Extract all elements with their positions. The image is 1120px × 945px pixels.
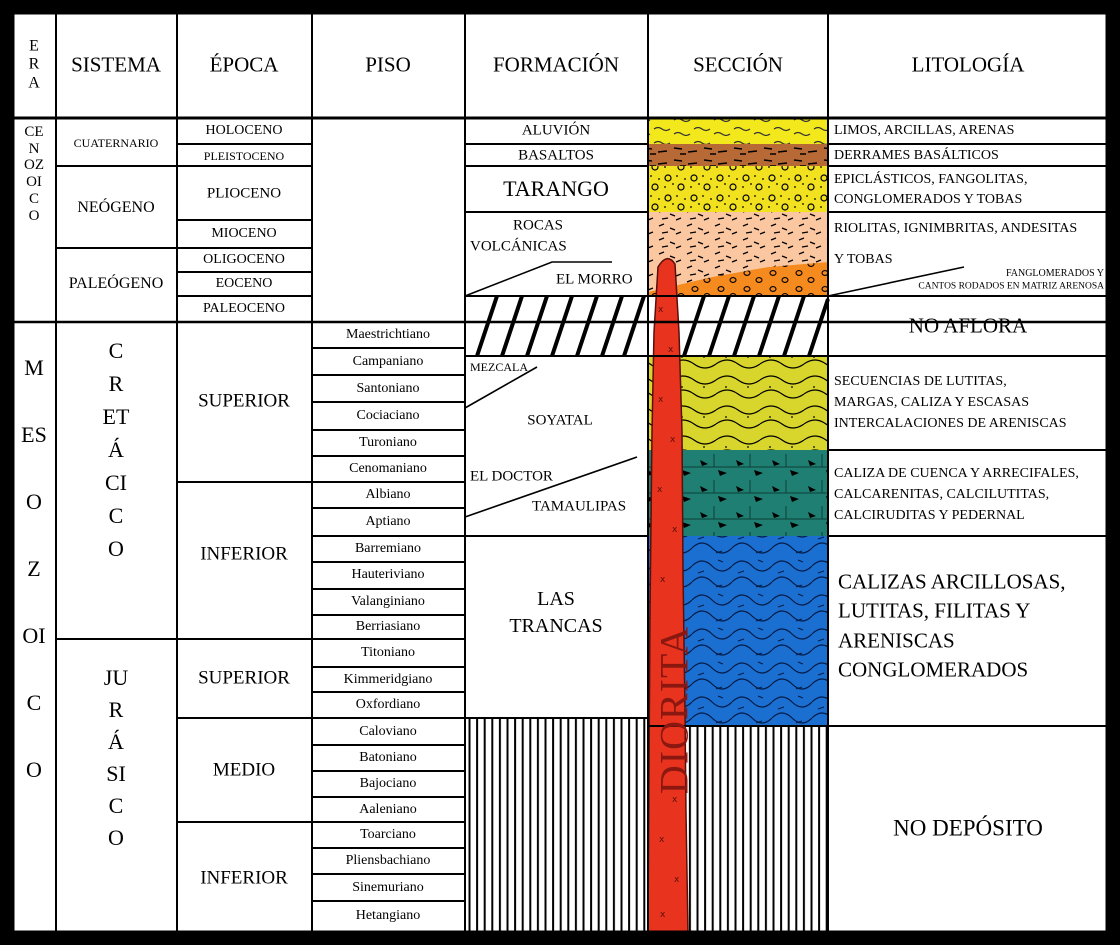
piso-row: Titoniano	[361, 645, 415, 660]
svg-text:x: x	[660, 910, 666, 920]
piso-row: Hauteriviano	[351, 567, 425, 582]
formacion-mezcala: MEZCALA	[470, 360, 528, 374]
stratigraphic-column-graphic: x x x x x x x x x x x	[12, 12, 1108, 933]
epoca-mioceno: MIOCENO	[211, 226, 277, 241]
formacion-rocas-volcanicas-line2: VOLCÁNICAS	[470, 238, 567, 255]
header-seccion: SECCIÓN	[693, 52, 783, 77]
litologia-tamaulipas-line2: CALCARENITAS, CALCILUTITAS,	[834, 487, 1050, 502]
formacion-las: LAS	[537, 588, 575, 610]
litologia-fanglomerados-line2: CANTOS RODADOS EN MATRIZ ARENOSA	[918, 281, 1104, 292]
sistema-cretacico: CRETÁCICO	[102, 338, 130, 561]
litologia-trancas-line2: LUTITAS, FILITAS Y	[838, 598, 1031, 623]
formacion-trancas: TRANCAS	[509, 615, 603, 637]
litologia-soyatal-line1: SECUENCIAS DE LUTITAS,	[834, 374, 1007, 389]
litologia-no-aflora: NO AFLORA	[908, 313, 1028, 338]
litologia-soyatal-line3: INTERCALACIONES DE ARENISCAS	[834, 416, 1067, 431]
litologia-rocas: RIOLITAS, IGNIMBRITAS, ANDESITAS	[834, 221, 1078, 236]
diorita-intrusion	[647, 258, 689, 933]
svg-text:x: x	[660, 575, 666, 585]
piso-row: Aaleniano	[359, 802, 417, 817]
svg-text:x: x	[668, 345, 674, 355]
litologia-no-deposito: NO DEPÓSITO	[893, 815, 1043, 841]
header-formacion: FORMACIÓN	[492, 52, 620, 77]
epoca-cretacico-inferior: INFERIOR	[200, 543, 288, 565]
stratigraphic-column-frame: x x x x x x x x x x x	[12, 12, 1108, 933]
litologia-tamaulipas-line3: CALCIRUDITAS Y PEDERNAL	[834, 508, 1025, 523]
epoca-oligoceno: OLIGOCENO	[203, 252, 285, 267]
piso-row: Kimmeridgiano	[343, 672, 433, 687]
formacion-rocas-volcanicas-line1: ROCAS	[512, 217, 564, 234]
piso-row: Maestrichtiano	[346, 327, 430, 342]
formacion-el-doctor: EL DOCTOR	[470, 468, 553, 485]
epoca-pleistoceno: PLEISTOCENO	[203, 149, 285, 163]
svg-text:x: x	[658, 395, 664, 405]
svg-text:x: x	[672, 795, 678, 805]
epoca-eoceno: EOCENO	[215, 276, 273, 291]
sistema-neogeno: NEÓGENO	[77, 199, 155, 216]
piso-row: Cociaciano	[356, 408, 420, 423]
litologia-tamaulipas-line1: CALIZA DE CUENCA Y ARRECIFALES,	[834, 466, 1079, 481]
svg-text:x: x	[657, 485, 663, 495]
piso-row: Batoniano	[359, 750, 417, 765]
litologia-tarango-line1: EPICLÁSTICOS, FANGOLITAS,	[834, 172, 1028, 187]
svg-text:x: x	[658, 305, 664, 315]
litologia-y-tobas: Y TOBAS	[834, 252, 893, 267]
epoca-cretacico-superior: SUPERIOR	[198, 390, 290, 412]
litologia-tarango-line2: CONGLOMERADOS Y TOBAS	[834, 192, 1023, 207]
piso-row: Pliensbachiano	[345, 853, 431, 868]
piso-row: Albiano	[365, 487, 411, 502]
piso-row: Cenomaniano	[349, 461, 427, 476]
header-litologia: LITOLOGÍA	[911, 52, 1025, 77]
header-sistema: SISTEMA	[71, 52, 161, 77]
piso-row: Santoniano	[356, 381, 420, 396]
formacion-tarango: TARANGO	[503, 176, 609, 201]
litologia-fanglomerados-line1: FANGLOMERADOS Y	[1005, 268, 1104, 279]
svg-text:x: x	[672, 525, 678, 535]
svg-text:x: x	[670, 435, 676, 445]
epoca-jurasico-medio: MEDIO	[212, 759, 276, 781]
epoca-paleoceno: PALEOCENO	[203, 301, 285, 316]
piso-row: Caloviano	[359, 724, 417, 739]
diorita-label: DIORITA	[651, 625, 697, 795]
era-cenozoico: CENOZOICO	[24, 124, 44, 224]
litologia-aluvion: LIMOS, ARCILLAS, ARENAS	[834, 123, 1015, 138]
litologia-basaltos: DERRAMES BASÁLTICOS	[834, 148, 999, 163]
header-epoca: ÉPOCA	[209, 52, 279, 77]
formacion-aluvion: ALUVIÓN	[521, 122, 591, 139]
litologia-soyatal-line2: MARGAS, CALIZA Y ESCASAS	[834, 395, 1029, 410]
epoca-plioceno: PLIOCENO	[206, 185, 282, 202]
header-piso: PISO	[365, 52, 411, 77]
epoca-jurasico-inferior: INFERIOR	[200, 867, 288, 889]
litologia-trancas-line1: CALIZAS ARCILLOSAS,	[838, 569, 1066, 594]
formacion-tamaulipas: TAMAULIPAS	[532, 498, 627, 515]
piso-row: Oxfordiano	[355, 697, 421, 712]
sistema-paleogeno: PALEÓGENO	[68, 275, 164, 292]
litologia-trancas-line4: CONGLOMERADOS	[838, 657, 1029, 682]
epoca-jurasico-superior: SUPERIOR	[198, 667, 290, 689]
piso-row: Bajociano	[359, 776, 417, 791]
piso-row: Valanginiano	[351, 594, 425, 609]
litologia-trancas-line3: ARENISCAS	[838, 628, 955, 653]
sistema-cuaternario: CUATERNARIO	[73, 136, 159, 150]
piso-row: Aptiano	[365, 514, 411, 529]
era-mesozoico: MESOZOICO	[21, 355, 47, 782]
svg-text:x: x	[674, 875, 680, 885]
piso-row: Barremiano	[354, 541, 422, 556]
formacion-soyatal: SOYATAL	[527, 412, 593, 429]
formacion-el-morro: EL MORRO	[556, 271, 633, 288]
piso-row: Turoniano	[359, 435, 417, 450]
sistema-jurasico: JURÁSICO	[103, 665, 129, 850]
no-aflora-hatch	[465, 295, 830, 357]
header-era: ERA	[28, 37, 40, 92]
piso-row: Hetangiano	[355, 908, 421, 923]
epoca-holoceno: HOLOCENO	[205, 123, 283, 138]
piso-row: Berriasiano	[355, 619, 421, 634]
piso-row: Sinemuriano	[352, 880, 424, 895]
piso-row: Toarciano	[360, 827, 416, 842]
formacion-basaltos: BASALTOS	[518, 147, 594, 164]
svg-text:x: x	[659, 835, 665, 845]
piso-row: Campaniano	[352, 354, 424, 369]
